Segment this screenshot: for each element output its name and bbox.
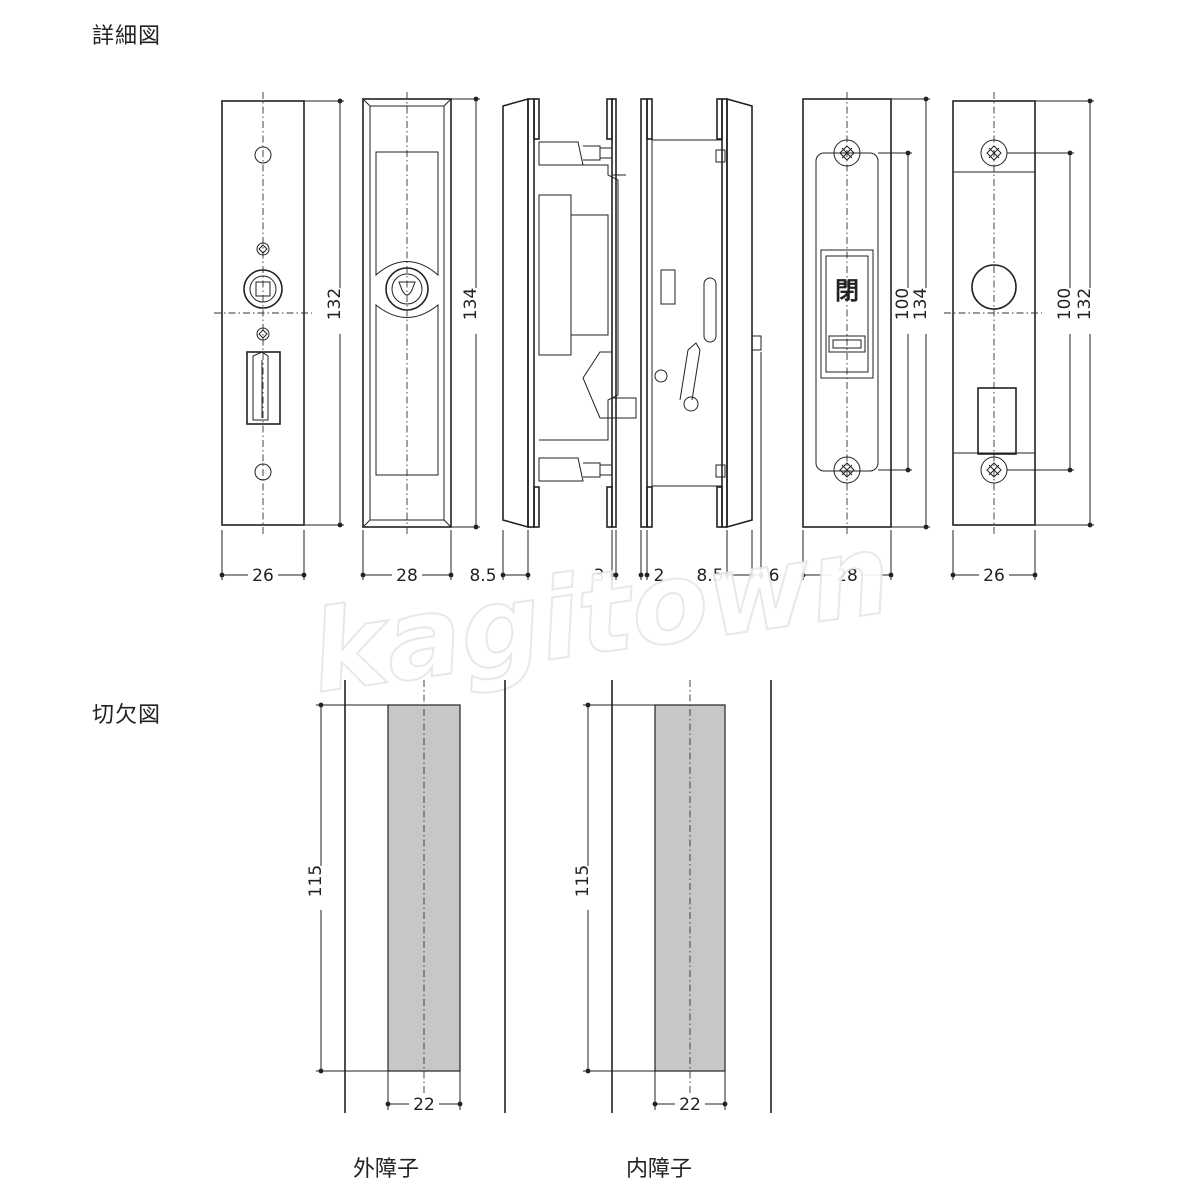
- dim-plate4-inner: 100: [1055, 288, 1075, 320]
- plate-3-inside-handle: 閉: [802, 92, 892, 535]
- screw-icon: [256, 242, 270, 256]
- plate-4-back-plate: [944, 92, 1042, 535]
- screw-icon: [256, 327, 270, 341]
- dim-plate1-height: 132: [325, 288, 345, 320]
- dim-cut-inner-height: 115: [573, 865, 593, 897]
- dim-side-e: 6: [769, 566, 780, 586]
- side-section-view: [502, 97, 762, 580]
- screw-hole: [254, 463, 272, 481]
- cylinder-boss: [243, 269, 283, 309]
- cutout-title: 切欠図: [92, 703, 162, 728]
- label-outer-sash: 外障子: [353, 1157, 419, 1182]
- dim-plate1-width: 26: [252, 566, 274, 586]
- dim-plate2-width: 28: [396, 566, 418, 586]
- keyway-icon: [398, 281, 416, 296]
- dim-side-a: 8.5: [469, 566, 496, 586]
- screw-hole: [254, 146, 272, 164]
- dim-cut-inner-width: 22: [679, 1095, 701, 1115]
- spindle-hole: [971, 264, 1017, 310]
- thumb-turn: [828, 335, 866, 353]
- dim-plate3-inner: 100: [893, 288, 913, 320]
- cutout-inner-sash: 115 22: [573, 680, 772, 1115]
- dim-side-d: 8.5: [696, 566, 723, 586]
- finger-pull-lower: [375, 303, 439, 476]
- indicator-window: [820, 249, 874, 379]
- finger-pull-upper: [375, 151, 439, 277]
- dim-side-c: 2: [654, 566, 665, 586]
- cutout-outer-sash: 115 22: [306, 680, 506, 1115]
- label-inner-sash: 内障子: [626, 1157, 692, 1182]
- side-dimension-lines: [500, 530, 764, 580]
- detail-title: 詳細図: [92, 24, 162, 49]
- plate-2-outside-handle: [362, 92, 452, 535]
- dim-plate3-width: 28: [836, 566, 858, 586]
- plate-1-strike: [214, 92, 312, 535]
- dim-plate3-height: 134: [911, 288, 931, 320]
- latch-hook: [582, 351, 637, 419]
- screw-icon: [833, 139, 861, 167]
- dim-plate4-width: 26: [983, 566, 1005, 586]
- watermark: kagitown: [303, 509, 898, 719]
- lever: [679, 342, 701, 401]
- dim-side-b: 3: [594, 566, 605, 586]
- latch-slot: [246, 351, 281, 425]
- key-cylinder: [385, 267, 429, 311]
- dim-cut-outer-width: 22: [413, 1095, 435, 1115]
- dim-cut-outer-height: 115: [306, 865, 326, 897]
- dim-plate2-height: 134: [461, 288, 481, 320]
- bolt-opening: [977, 387, 1017, 455]
- screw-icon: [833, 456, 861, 484]
- dim-plate4-height: 132: [1075, 288, 1095, 320]
- lock-indicator-text: 閉: [835, 277, 859, 305]
